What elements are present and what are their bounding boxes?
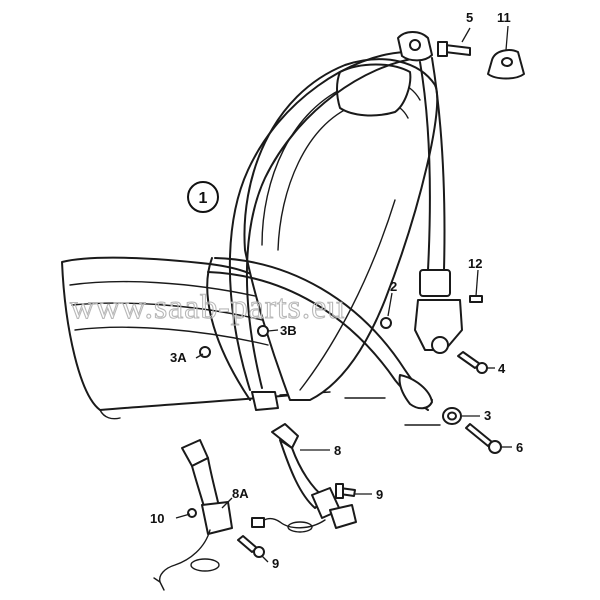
buckle-stalk-alt — [153, 439, 265, 591]
callout-5: 5 — [466, 10, 473, 25]
callouts: 1 5 11 12 2 3B 3A 4 3 6 8 9 8A 10 9 — [150, 10, 523, 571]
callout-3B: 3B — [280, 323, 297, 338]
upper-anchor — [397, 31, 471, 62]
leader-lines — [175, 25, 512, 563]
belt-tongue — [199, 325, 279, 411]
callout-1-circle — [187, 181, 219, 213]
callout-9-lower: 9 — [272, 556, 279, 571]
anchor-washer — [487, 49, 525, 80]
callout-9-upper: 9 — [376, 487, 383, 502]
callout-10: 10 — [150, 511, 164, 526]
watermark-text: www.saab-parts.eu — [70, 289, 345, 326]
callout-3A: 3A — [170, 350, 187, 365]
seat-back — [243, 58, 439, 401]
callout-1: 1 — [199, 190, 208, 207]
callout-4: 4 — [498, 361, 506, 376]
callout-11: 11 — [497, 10, 511, 25]
callout-12: 12 — [468, 256, 482, 271]
buckle-stalk — [251, 423, 357, 533]
callout-8: 8 — [334, 443, 341, 458]
callout-8A: 8A — [232, 486, 249, 501]
callout-3: 3 — [484, 408, 491, 423]
retractor — [380, 269, 488, 374]
callout-6: 6 — [516, 440, 523, 455]
callout-2: 2 — [390, 279, 397, 294]
